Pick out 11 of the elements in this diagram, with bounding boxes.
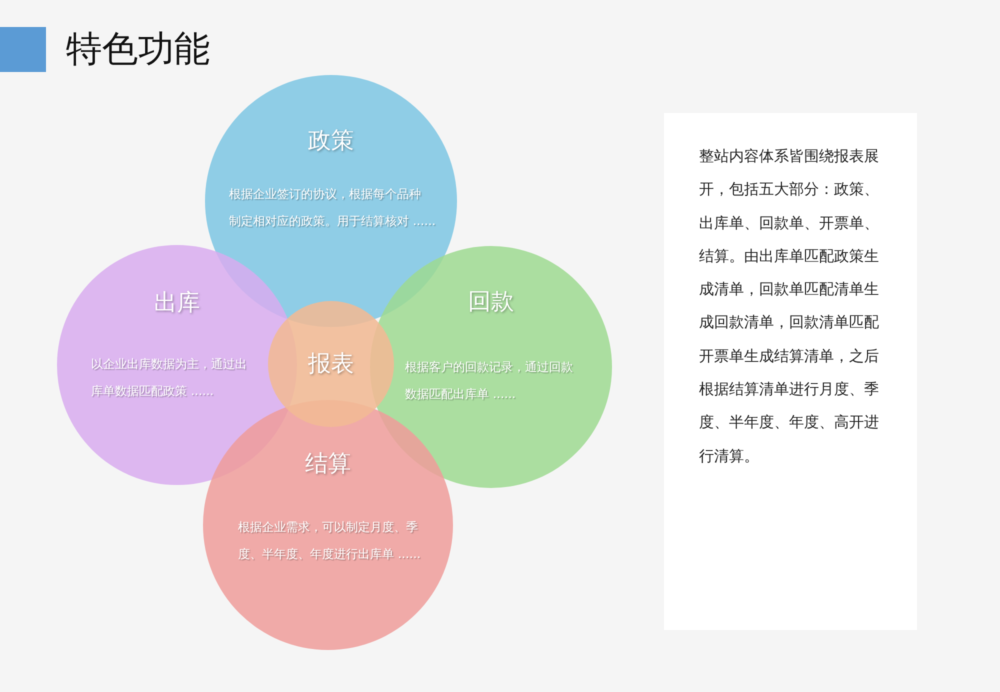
circle-description: 根据客户的回款记录，通过回款数据匹配出库单 ...... (405, 358, 573, 402)
circle-description: 根据企业签订的协议，根据每个品种制定相对应的政策。用于结算核对 ...... (229, 186, 436, 230)
circle-heading: 结算 (305, 452, 351, 476)
circle-description: 以企业出库数据为主，通过出库单数据匹配政策 ...... (91, 356, 247, 400)
page-title: 特色功能 (66, 30, 210, 70)
circle-heading: 回款 (468, 290, 514, 314)
circle-heading: 出库 (154, 292, 200, 314)
description-text: 整站内容体系皆围绕报表展开，包括五大部分：政策、出库单、回款单、开票单、结算。由出库单匹配政策生成清单，回款单匹配清单生成回款清单，回款清单匹配开票单生成结算清单，之后根据结算清单进行月度、季度、半年度、年度、高开进行清算。 (699, 146, 880, 467)
circle-heading: 政策 (308, 130, 354, 152)
circle-heading: 报表 (308, 352, 354, 376)
circle-description: 根据企业需求，可以制定月度、季度、半年度、年度进行出库单 ...... (238, 518, 421, 562)
